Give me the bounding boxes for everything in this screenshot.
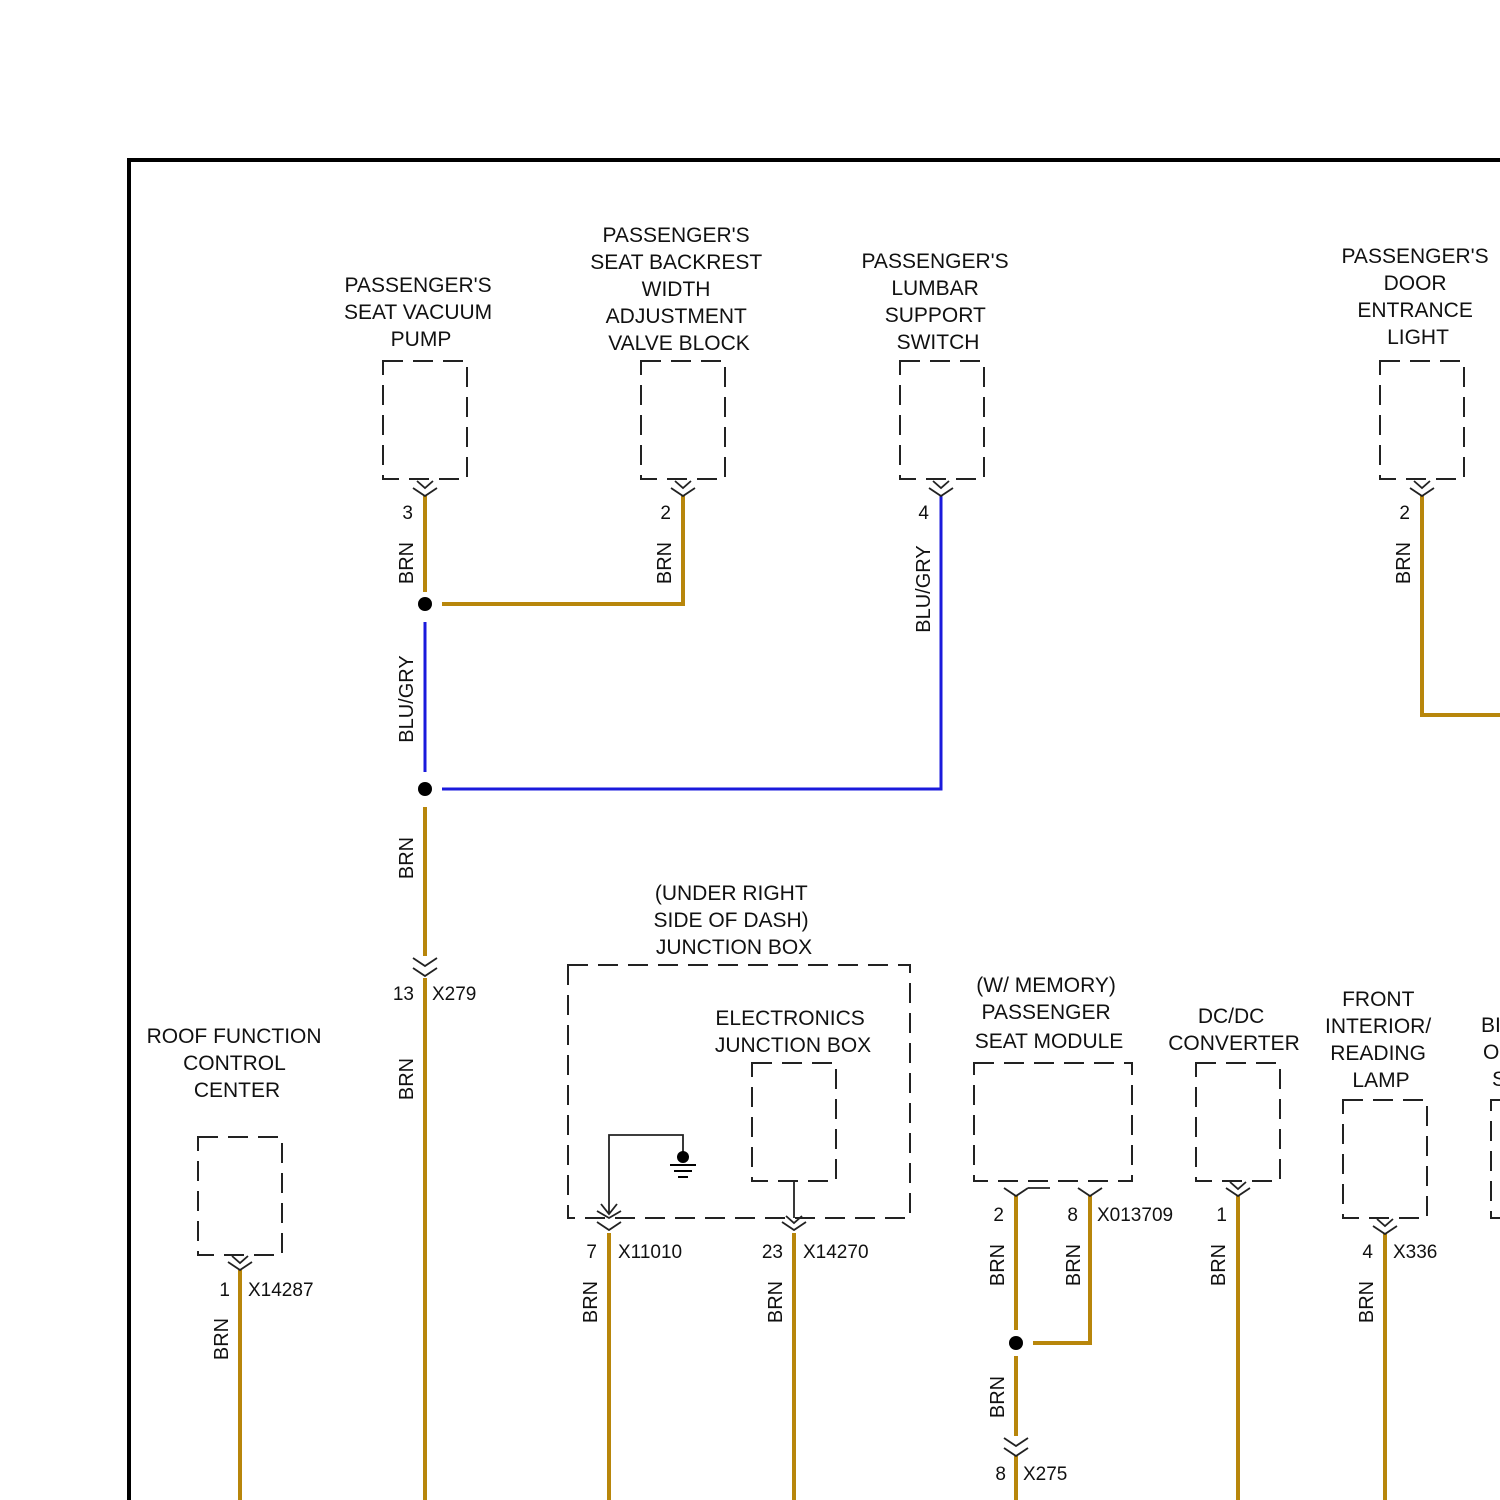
wires xyxy=(240,495,1500,1500)
roof-center-label: ROOF FUNCTION CONTROL CENTER xyxy=(147,1025,328,1102)
wire-color-label: BRN xyxy=(396,1058,418,1100)
wire-color-label: BRN xyxy=(987,1376,1009,1418)
wire-color-label: BRN xyxy=(396,542,418,584)
wire-backrest-valve-brn xyxy=(442,495,683,604)
partial-right-box xyxy=(1491,1100,1500,1218)
wire-color-label: BRN xyxy=(1356,1281,1378,1323)
connector-symbols xyxy=(228,481,1434,1456)
pin-number: 1 xyxy=(1216,1205,1227,1226)
connector-id: X013709 xyxy=(1097,1205,1173,1226)
wire-color-label: BRN xyxy=(580,1281,602,1323)
jb-internal-wire xyxy=(609,1135,683,1214)
pin-number: 2 xyxy=(660,503,671,524)
dash-junction-label: (UNDER RIGHT SIDE OF DASH) JUNCTION BOX xyxy=(653,882,814,959)
pin-number: 2 xyxy=(993,1205,1004,1226)
dcdc-box xyxy=(1196,1063,1280,1181)
wire-color-label: BRN xyxy=(765,1281,787,1323)
electronics-jb-label: ELECTRONICS JUNCTION BOX xyxy=(715,1007,871,1057)
door-light-box xyxy=(1380,361,1464,479)
electronics-jb-box xyxy=(752,1063,836,1181)
wire-color-label: BLU/GRY xyxy=(913,545,935,632)
dcdc-label: DC/DC CONVERTER xyxy=(1168,1005,1299,1055)
wire-color-label: BRN xyxy=(1208,1244,1230,1286)
diagram-frame xyxy=(129,160,1500,1500)
vacuum-pump-label: PASSENGER'S SEAT VACUUM PUMP xyxy=(344,274,498,351)
wire-color-label: BRN xyxy=(1393,542,1415,584)
wire-color-label: BLU/GRY xyxy=(396,655,418,742)
wire-door-light-brn xyxy=(1422,495,1500,715)
pin-number: 2 xyxy=(1399,503,1410,524)
seat-module-box xyxy=(974,1063,1132,1181)
connector-id: X14270 xyxy=(803,1242,869,1263)
reading-lamp-box xyxy=(1343,1100,1427,1218)
pin-number: 4 xyxy=(1362,1242,1373,1263)
backrest-valve-label: PASSENGER'S SEAT BACKREST WIDTH ADJUSTME… xyxy=(590,224,767,355)
wire-color-label: BRN xyxy=(654,542,676,584)
pin-number: 3 xyxy=(402,503,413,524)
wire-color-label: BRN xyxy=(987,1244,1009,1286)
wire-lumbar-switch-blugry xyxy=(442,495,941,789)
pin-number: 1 xyxy=(219,1280,230,1301)
door-light-label: PASSENGER'S DOOR ENTRANCE LIGHT xyxy=(1341,245,1494,349)
lumbar-switch-label: PASSENGER'S LUMBAR SUPPORT SWITCH xyxy=(861,250,1014,354)
lumbar-switch-box xyxy=(900,361,984,479)
pin-number: 13 xyxy=(393,984,414,1005)
splice-point xyxy=(1009,1336,1023,1350)
vacuum-pump-box xyxy=(383,361,467,479)
dash-junction-box xyxy=(568,965,910,1218)
pin-number: 4 xyxy=(918,503,929,524)
wire-color-label: BRN xyxy=(1063,1244,1085,1286)
splice-point xyxy=(418,782,432,796)
backrest-valve-box xyxy=(641,361,725,479)
partial-right-label: BI O S xyxy=(1481,1014,1500,1091)
pin-number: 8 xyxy=(995,1464,1006,1485)
wire-color-label: BRN xyxy=(211,1318,233,1360)
connector-id: X14287 xyxy=(248,1280,314,1301)
connector-id: X11010 xyxy=(618,1242,682,1263)
connector-id: X275 xyxy=(1023,1464,1067,1485)
pin-number: 23 xyxy=(762,1242,783,1263)
ground-icon xyxy=(670,1151,696,1177)
splice-point xyxy=(418,597,432,611)
pin-number: 8 xyxy=(1067,1205,1078,1226)
connector-id: X279 xyxy=(432,984,476,1005)
seat-module-label: (W/ MEMORY) PASSENGER SEAT MODULE xyxy=(975,974,1124,1053)
roof-center-box xyxy=(198,1137,282,1255)
wire-color-label: BRN xyxy=(396,837,418,879)
pin-number: 7 xyxy=(586,1242,597,1263)
reading-lamp-label: FRONT INTERIOR/ READING LAMP xyxy=(1325,988,1437,1092)
connector-id: X336 xyxy=(1393,1242,1437,1263)
